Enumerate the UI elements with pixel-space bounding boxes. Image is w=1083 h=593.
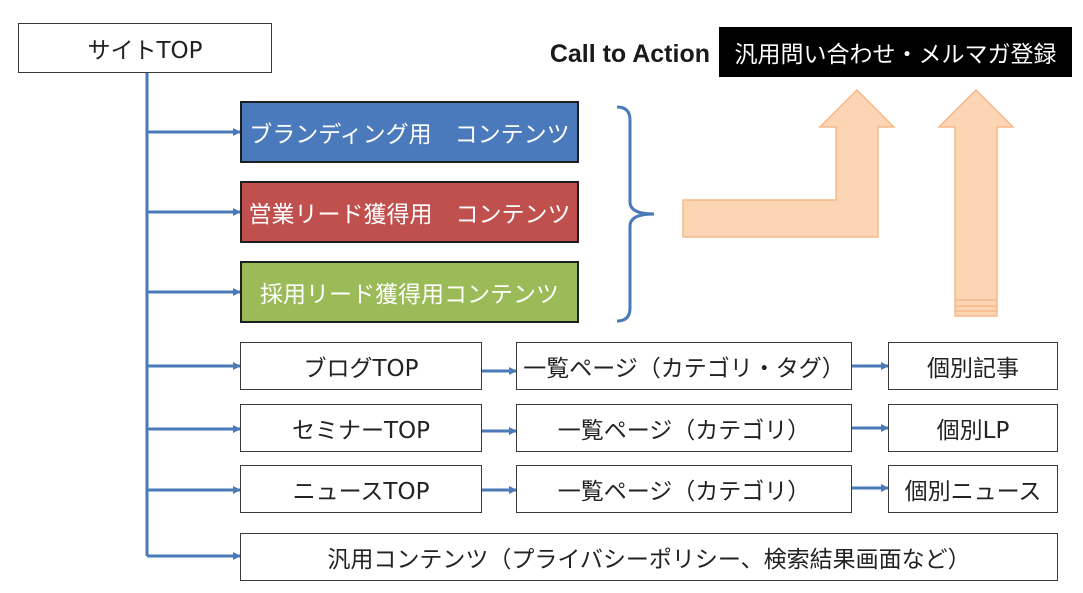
blog-detail-node: 個別記事 [888,342,1058,390]
sales-lead-content-node: 営業リード獲得用 コンテンツ [240,181,579,243]
group-bracket [616,105,655,323]
cta-heading: Call to Action [549,39,710,68]
seminar-list-node: 一覧ページ（カテゴリ） [516,404,852,452]
news-top-node: ニュースTOP [240,465,482,513]
blog-list-node: 一覧ページ（カテゴリ・タグ） [516,342,852,390]
news-detail-node: 個別ニュース [888,465,1058,513]
news-list-node: 一覧ページ（カテゴリ） [516,465,852,513]
seminar-detail-node: 個別LP [888,404,1058,452]
blog-top-node: ブログTOP [240,342,482,390]
cta-straight-arrow [937,88,1015,317]
site-top-node: サイトTOP [18,23,272,73]
seminar-top-node: セミナーTOP [240,404,482,452]
cta-box: 汎用問い合わせ・メルマガ登録 [719,27,1072,77]
general-content-node: 汎用コンテンツ（プライバシーポリシー、検索結果画面など） [240,533,1058,581]
recruit-lead-content-node: 採用リード獲得用コンテンツ [240,261,579,323]
branding-content-node: ブランディング用 コンテンツ [240,101,579,163]
cta-bent-arrow [682,88,896,238]
